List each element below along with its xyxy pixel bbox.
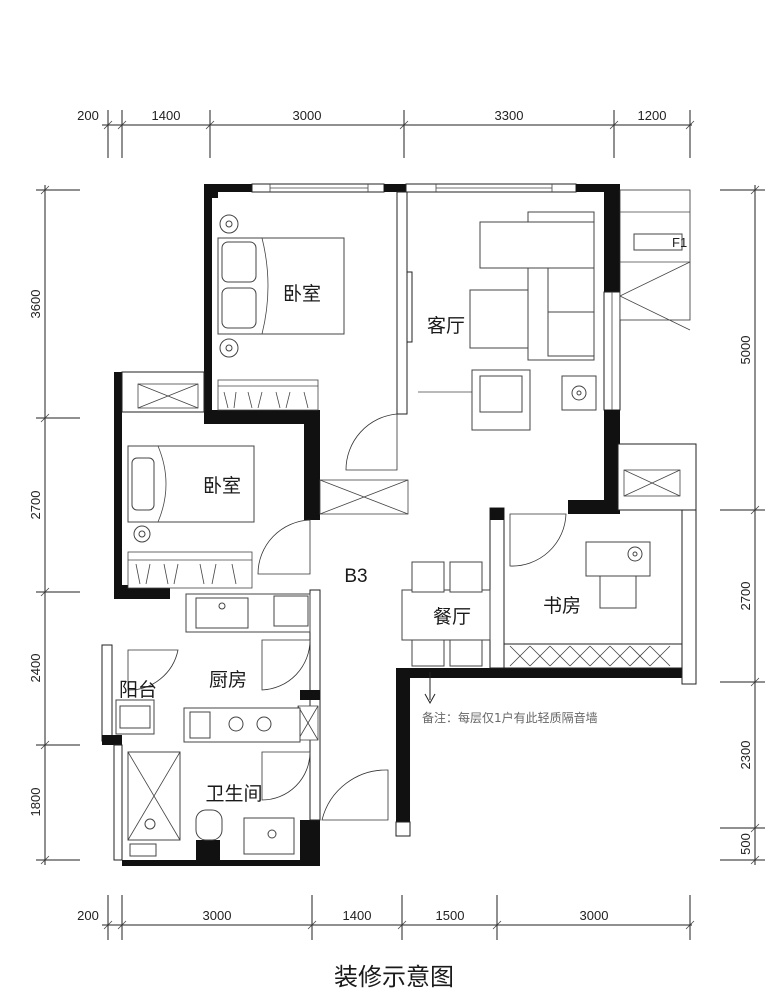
dim-left-3: 2400: [28, 654, 43, 683]
dining-set: [401, 561, 491, 667]
dim-top-4: 3300: [495, 108, 524, 123]
room-label-balcony: 阳台: [119, 679, 157, 701]
balcony-washer: [115, 699, 155, 735]
dim-left-2: 2700: [28, 491, 43, 520]
kitchen-fixtures: [183, 593, 311, 743]
top-dimension-line: 200 1400 3000 3300 1200: [77, 108, 695, 158]
dim-bottom-5: 3000: [580, 908, 609, 923]
exterior-elevator: F1: [619, 189, 691, 331]
bathroom-fixtures: [127, 751, 295, 857]
dim-right-2: 2700: [738, 582, 753, 611]
dim-top-3: 3000: [293, 108, 322, 123]
wardrobe-main: [217, 379, 319, 411]
bed-main: [217, 214, 345, 358]
note-arrow: [424, 672, 436, 705]
dim-bottom-1: 200: [77, 908, 99, 923]
room-label-bedroom-second: 卧室: [203, 475, 241, 497]
walls: [101, 183, 697, 866]
sofa-set: [418, 211, 597, 431]
dim-top-1: 200: [77, 108, 99, 123]
room-label-kitchen: 厨房: [209, 669, 247, 691]
dim-bottom-2: 3000: [203, 908, 232, 923]
elevator-label: F1: [672, 235, 687, 250]
storage-cabinets: [137, 383, 681, 741]
right-dimension-line: 5000 2700 2300 500: [720, 185, 765, 865]
partition-note: 备注：每层仅1户有此轻质隔音墙: [422, 710, 598, 725]
dim-left-1: 3600: [28, 290, 43, 319]
dim-right-3: 2300: [738, 741, 753, 770]
doors: [127, 413, 567, 821]
dim-bottom-4: 1500: [436, 908, 465, 923]
dim-top-2: 1400: [152, 108, 181, 123]
room-label-bedroom-main: 卧室: [283, 283, 321, 305]
room-label-living: 客厅: [427, 315, 465, 337]
room-label-bathroom: 卫生间: [205, 783, 262, 805]
dim-bottom-3: 1400: [343, 908, 372, 923]
left-dimension-line: 3600 2700 2400 1800: [28, 185, 80, 865]
bed-second: [127, 445, 255, 543]
wardrobe-second: [127, 551, 253, 589]
dim-top-5: 1200: [638, 108, 667, 123]
dim-left-4: 1800: [28, 788, 43, 817]
study-desk: [585, 541, 651, 609]
room-label-study: 书房: [543, 595, 581, 617]
unit-label: B3: [344, 566, 367, 587]
dim-right-4: 500: [738, 833, 753, 855]
bottom-dimension-line: 200 3000 1400 1500 3000: [77, 895, 695, 940]
dim-right-1: 5000: [738, 336, 753, 365]
drawing-title: 装修示意图: [334, 963, 454, 991]
room-label-dining: 餐厅: [433, 606, 471, 628]
